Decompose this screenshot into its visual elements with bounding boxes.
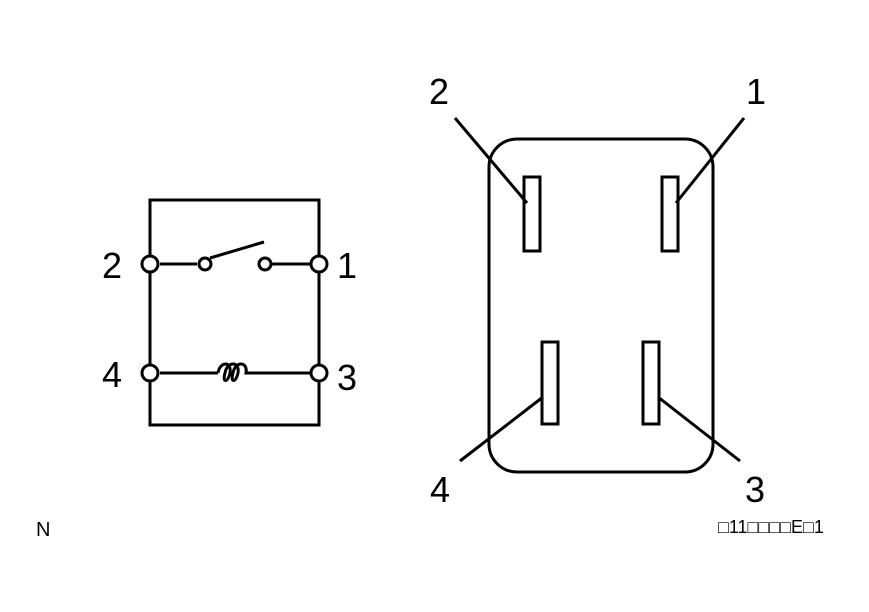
switch-fixed-contact (257, 256, 273, 272)
terminal-1 (309, 254, 329, 274)
pin-4-label: 4 (430, 469, 450, 510)
pin-3-label: 3 (745, 469, 765, 510)
pin-4-leader (459, 395, 544, 463)
terminal-2-label: 2 (102, 245, 122, 286)
pin-1-blade (660, 175, 680, 253)
terminal-1-label: 1 (337, 245, 357, 286)
coil-icon (216, 362, 252, 382)
terminal-3-label: 3 (337, 357, 357, 398)
pin-3-blade (641, 340, 661, 426)
pin-2-blade (522, 175, 542, 253)
pin-2-leader (453, 117, 529, 204)
schematic-frame (148, 198, 321, 427)
pin-4-blade (540, 340, 560, 426)
switch-contact-arm (209, 240, 265, 260)
pin-1-leader (674, 117, 746, 204)
connector-body (487, 137, 715, 474)
pin-2-label: 2 (429, 71, 449, 112)
figure-code: □11□□□□E□1 (718, 517, 824, 537)
terminal-3 (309, 363, 329, 383)
corner-mark-n: N (36, 519, 50, 541)
relay-schematic: 2 1 4 3 (102, 198, 357, 427)
terminal-2 (140, 254, 160, 274)
pin-1-label: 1 (746, 71, 766, 112)
connector-view: 2 1 4 3 (429, 71, 766, 510)
pin-3-leader (657, 395, 741, 463)
terminal-4 (140, 363, 160, 383)
terminal-4-label: 4 (102, 354, 122, 395)
switch-pivot (197, 256, 213, 272)
